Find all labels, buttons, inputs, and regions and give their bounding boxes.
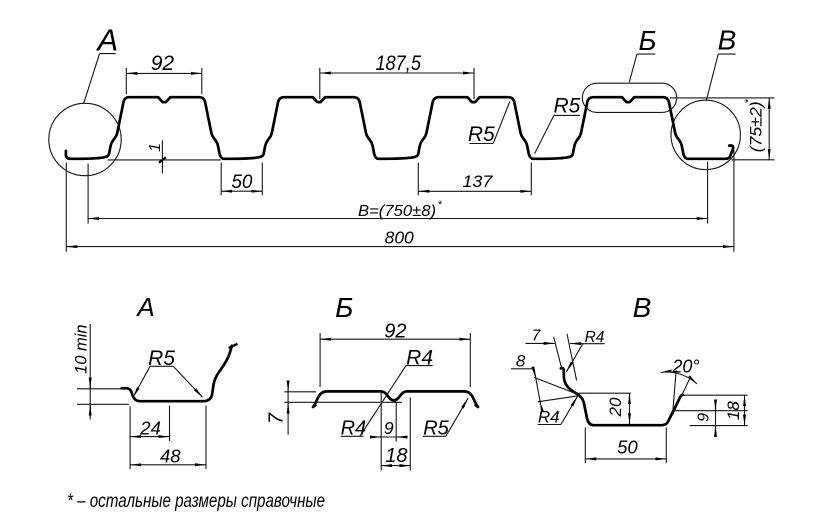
svg-text:R5: R5 — [553, 95, 580, 118]
svg-text:800: 800 — [385, 227, 414, 247]
svg-text:7: 7 — [532, 328, 542, 345]
svg-text:92: 92 — [384, 321, 406, 343]
svg-text:А: А — [135, 292, 154, 322]
svg-text:18: 18 — [724, 401, 743, 420]
svg-text:20°: 20° — [671, 357, 699, 377]
svg-text:7: 7 — [266, 412, 288, 424]
svg-text:24: 24 — [139, 417, 161, 438]
svg-text:*: * — [743, 99, 755, 104]
svg-text:9: 9 — [695, 413, 712, 422]
svg-text:R5: R5 — [148, 347, 175, 370]
svg-text:10 min: 10 min — [73, 324, 91, 374]
svg-text:1: 1 — [147, 143, 164, 152]
svg-text:А: А — [95, 22, 118, 57]
svg-text:(75±2): (75±2) — [747, 101, 765, 152]
svg-text:18: 18 — [385, 445, 407, 467]
svg-text:20: 20 — [606, 397, 625, 417]
svg-text:* – остальные размеры справочн: * – остальные размеры справочные — [67, 490, 325, 512]
svg-text:R4: R4 — [538, 407, 560, 426]
svg-text:187,5: 187,5 — [375, 52, 421, 75]
svg-text:8: 8 — [516, 351, 526, 370]
svg-text:Б: Б — [639, 25, 657, 56]
svg-text:В: В — [633, 292, 652, 323]
svg-text:R4: R4 — [341, 418, 367, 440]
svg-text:R4: R4 — [585, 329, 605, 346]
svg-text:48: 48 — [160, 446, 181, 467]
svg-text:137: 137 — [462, 173, 493, 191]
svg-text:В: В — [718, 25, 737, 56]
svg-text:9: 9 — [384, 418, 394, 438]
svg-text:B=(750±8): B=(750±8) — [358, 203, 436, 220]
svg-text:92: 92 — [151, 52, 175, 75]
svg-text:R5: R5 — [423, 418, 449, 440]
svg-text:R5: R5 — [468, 123, 495, 146]
svg-text:50: 50 — [617, 437, 638, 458]
svg-text:*: * — [438, 199, 443, 211]
svg-text:50: 50 — [231, 172, 253, 193]
svg-text:Б: Б — [335, 292, 353, 323]
svg-text:R4: R4 — [406, 346, 433, 369]
